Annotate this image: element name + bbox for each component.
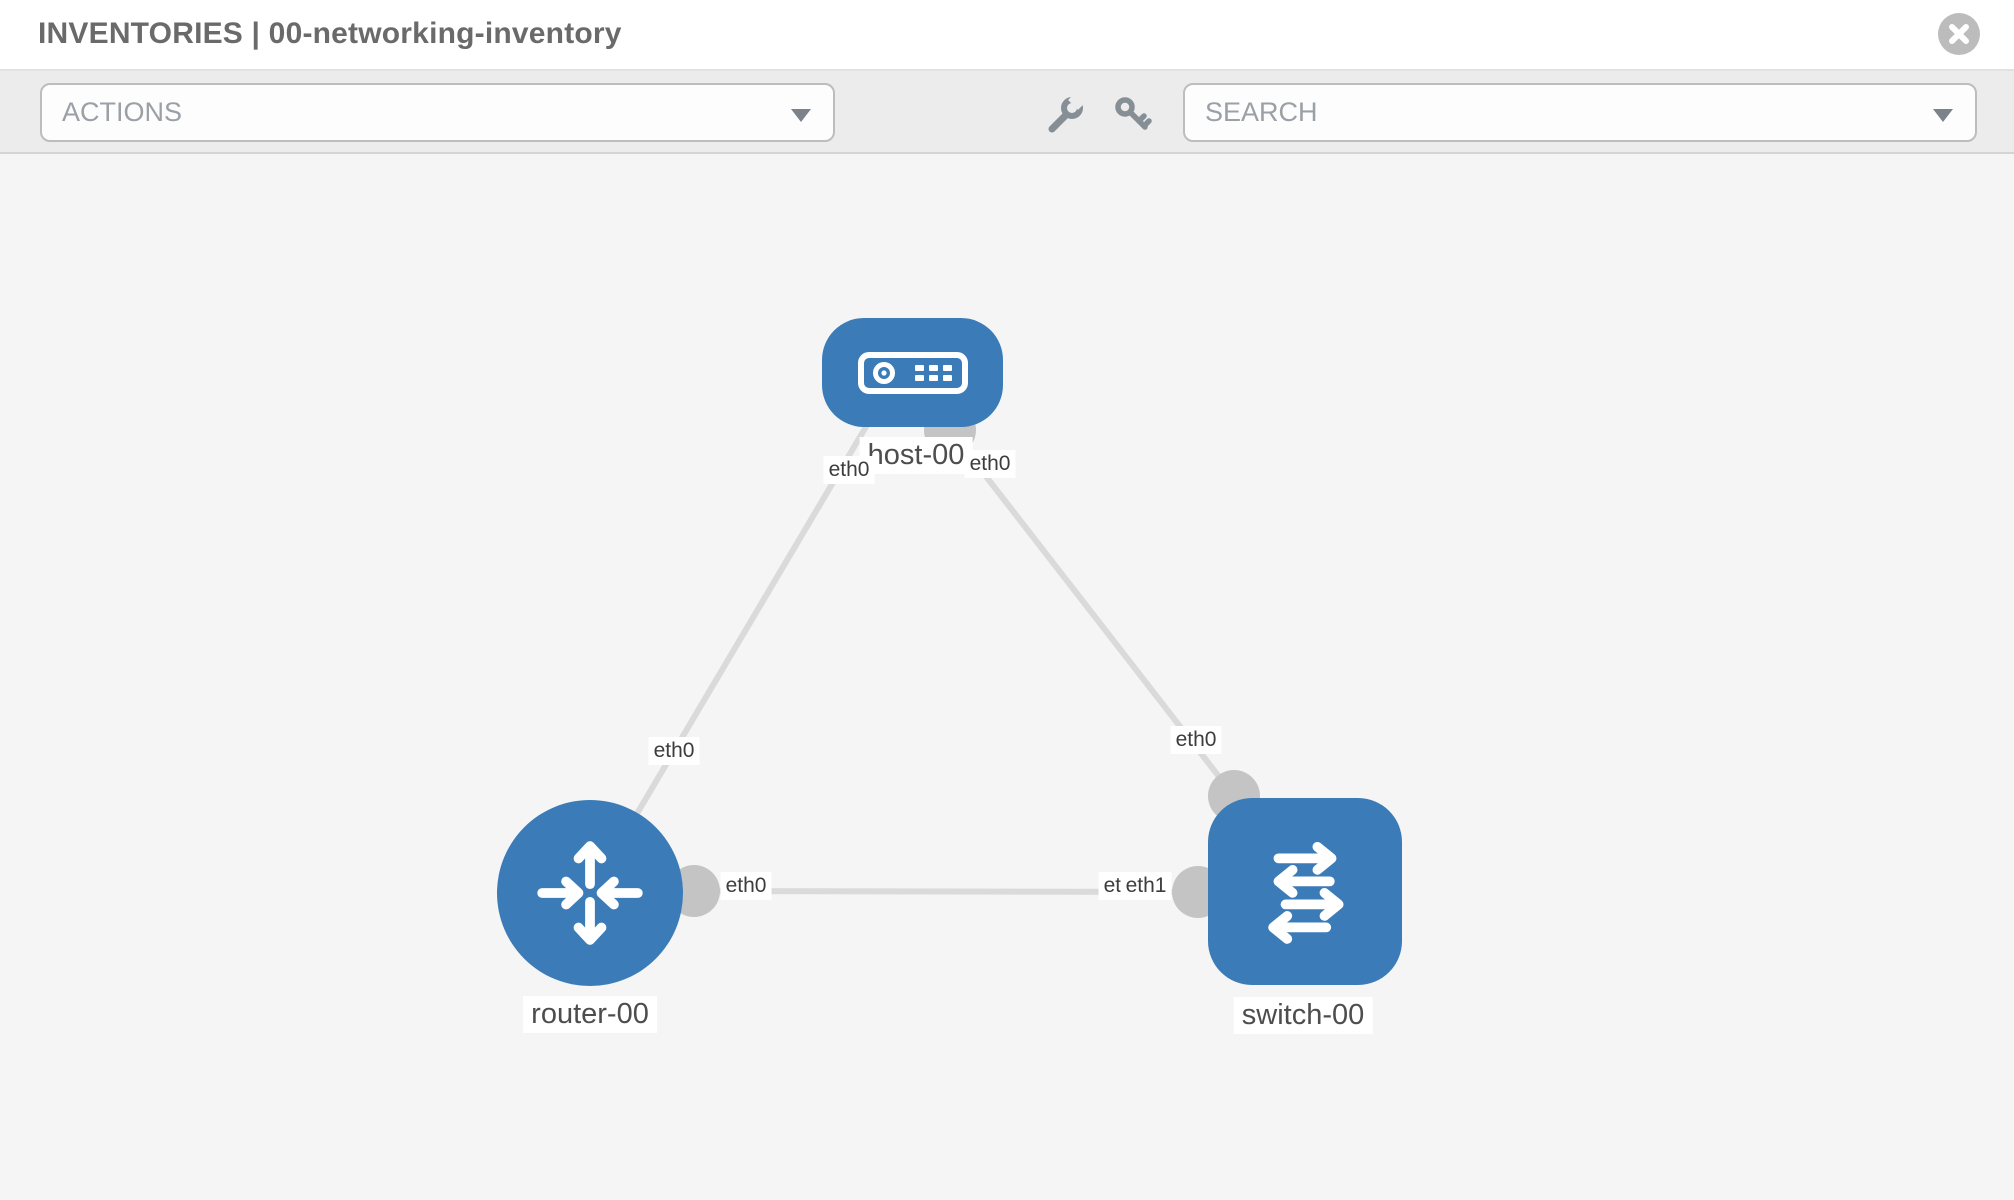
iface-label-router-right: eth0 [720, 872, 772, 900]
node-label-host-00: host-00 [859, 437, 973, 474]
iface-label-switch-left-over: eth1 [1120, 872, 1172, 900]
chevron-down-icon [1933, 109, 1953, 122]
toolbar: ACTIONS SEARCH [0, 71, 2014, 154]
page-header: INVENTORIES | 00-networking-inventory [0, 0, 2014, 71]
search-placeholder: SEARCH [1205, 97, 1318, 127]
iface-label-switch-top: eth0 [1170, 726, 1222, 754]
actions-dropdown-label: ACTIONS [62, 97, 183, 127]
router-icon [528, 831, 652, 955]
node-label-switch-00: switch-00 [1233, 997, 1373, 1034]
actions-dropdown[interactable]: ACTIONS [40, 83, 835, 142]
host-icon [853, 337, 973, 409]
key-icon [1111, 93, 1155, 137]
node-host-00[interactable] [822, 318, 1003, 427]
switch-icon [1243, 830, 1367, 954]
key-button[interactable] [1111, 93, 1155, 137]
node-label-router-00: router-00 [523, 996, 657, 1033]
search-dropdown[interactable]: SEARCH [1183, 83, 1977, 142]
close-icon [1947, 22, 1971, 46]
iface-label-router-top: eth0 [648, 737, 700, 765]
node-router-00[interactable] [497, 800, 683, 986]
topology-canvas[interactable]: host-00 router-00 switch-00 eth0 eth0 et… [0, 154, 2014, 1200]
wrench-icon [1043, 93, 1087, 137]
links-layer [587, 404, 1260, 918]
iface-label-host-left: eth0 [823, 456, 875, 484]
tools-button[interactable] [1043, 93, 1087, 137]
iface-label-host-right: eth0 [964, 450, 1016, 478]
close-button[interactable] [1938, 13, 1980, 55]
page-title: INVENTORIES | 00-networking-inventory [38, 17, 622, 50]
node-switch-00[interactable] [1208, 798, 1402, 985]
chevron-down-icon [791, 109, 811, 122]
